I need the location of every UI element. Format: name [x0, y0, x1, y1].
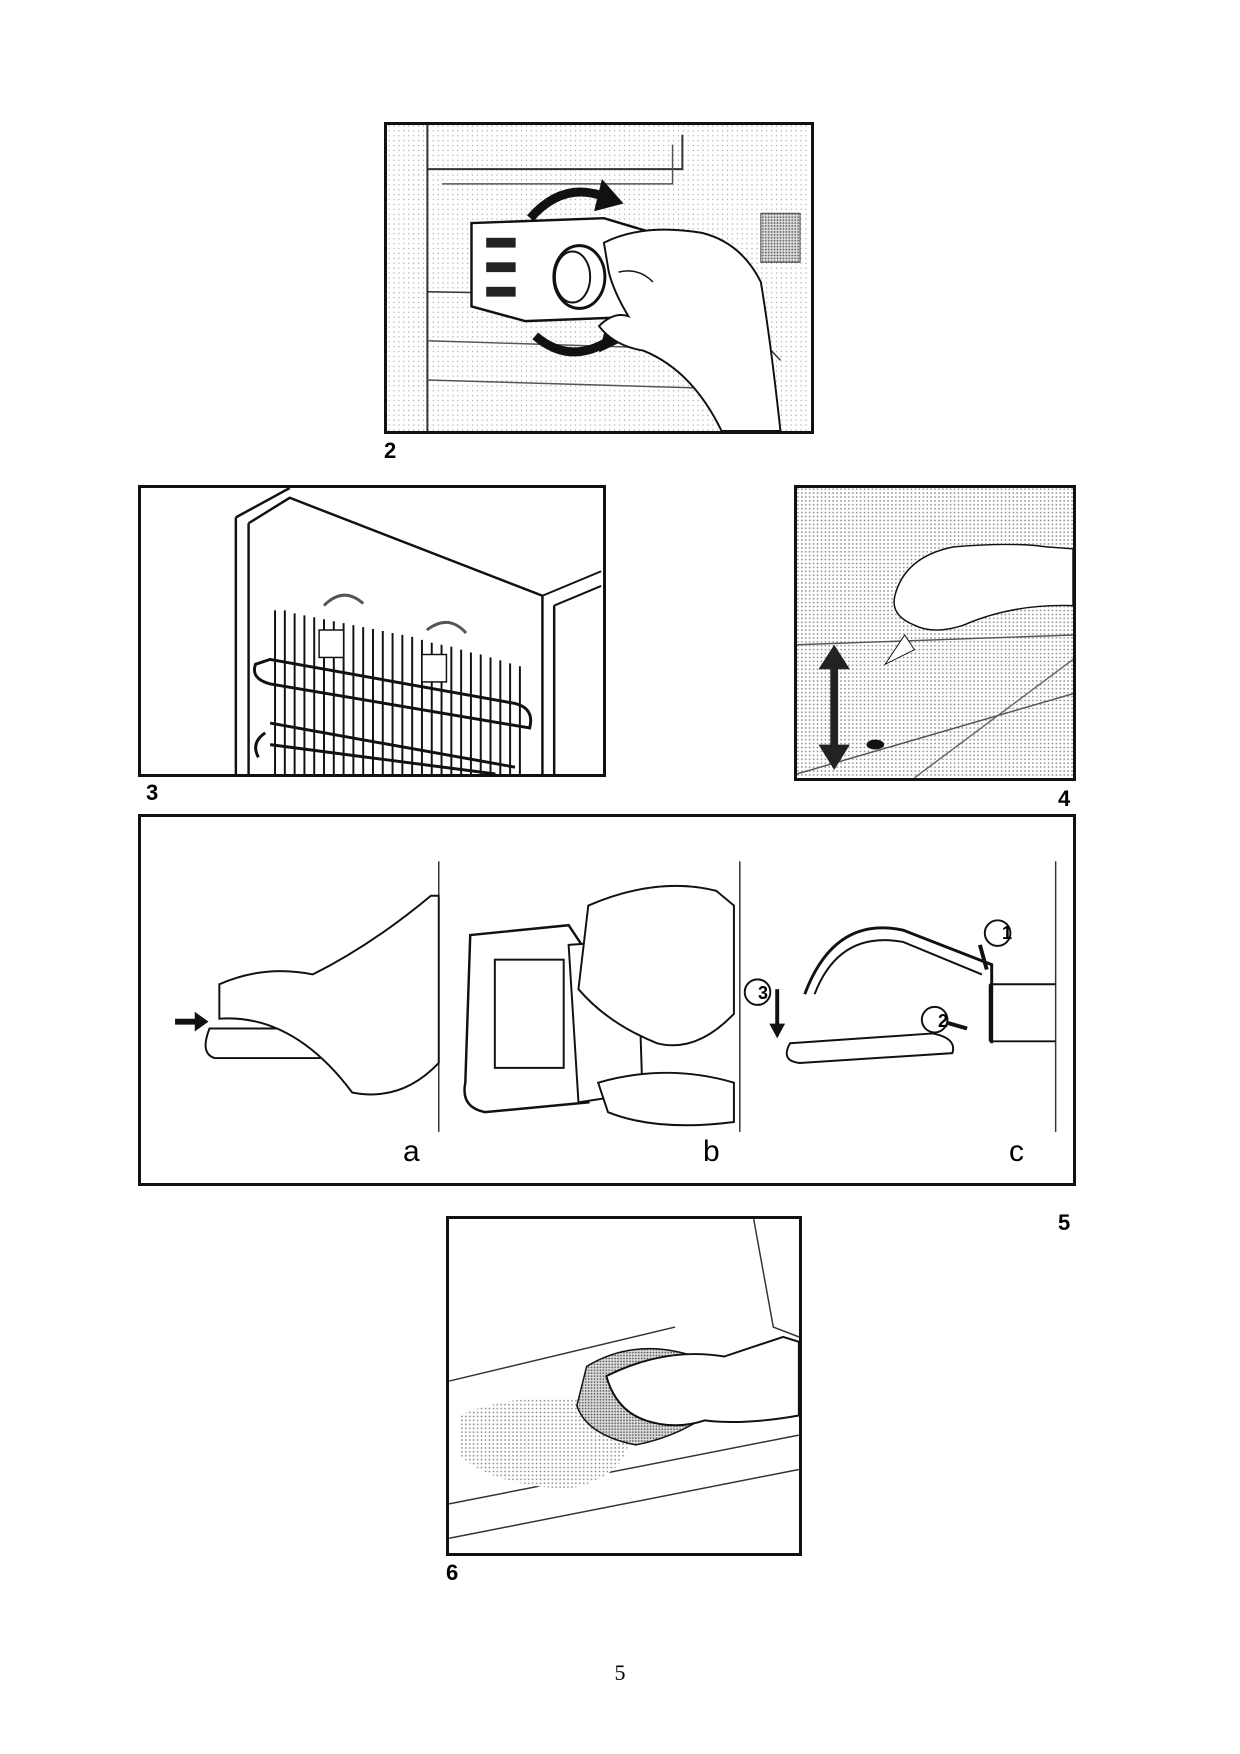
page-number: 5 [614, 1660, 626, 1685]
figure-3-illustration [142, 488, 602, 774]
figure-2 [384, 122, 814, 434]
step-2-label: 2 [937, 1011, 948, 1031]
panel-c-label: c [1009, 1135, 1024, 1168]
figure-6-number: 6 [446, 1560, 459, 1585]
figure-4-number: 4 [1058, 786, 1071, 811]
figure-6-illustration [449, 1219, 799, 1553]
figure-5-number: 5 [1058, 1210, 1071, 1235]
panel-b-label: b [703, 1135, 720, 1168]
figure-4-illustration [797, 488, 1073, 778]
step-3-label: 3 [757, 983, 768, 1003]
figure-5-illustration [145, 817, 1069, 1183]
figure-4 [794, 485, 1076, 781]
figure-3-number: 3 [146, 780, 159, 805]
figure-3 [138, 485, 606, 777]
figure-5: 1 2 3 a b c [138, 814, 1076, 1186]
figure-2-number: 2 [384, 438, 397, 463]
panel-a-label: a [403, 1135, 420, 1168]
step-1-label: 1 [1001, 923, 1012, 943]
figure-6 [446, 1216, 802, 1556]
figure-2-illustration [388, 125, 810, 431]
